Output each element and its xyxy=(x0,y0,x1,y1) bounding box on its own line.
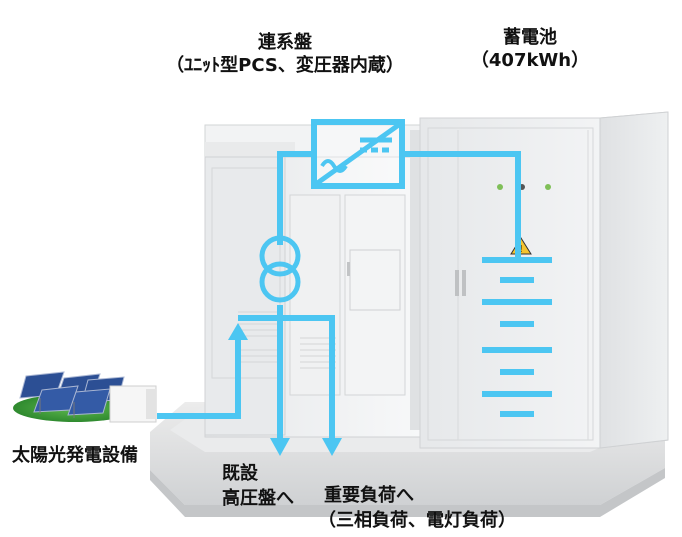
pcs-subtitle: （ﾕﾆｯﾄ型PCS、変圧器内蔵） xyxy=(166,54,404,76)
solar-array xyxy=(13,371,157,423)
solar-label: 太陽光発電設備 xyxy=(12,445,138,466)
pcs-to-transformer-line xyxy=(277,151,314,245)
battery-label: 蓄電池 （407kWh） xyxy=(455,27,605,71)
pcs-label: 連系盤 （ﾕﾆｯﾄ型PCS、変圧器内蔵） xyxy=(150,32,420,76)
priority-load-line2: （三相負荷、電灯負荷） xyxy=(318,509,516,531)
solar-feed-line xyxy=(157,336,241,419)
existing-hv-line2: 高圧盤へ xyxy=(222,487,294,509)
existing-hv-label: 既設 高圧盤へ xyxy=(222,463,294,509)
battery-cabinet: ! xyxy=(419,111,669,449)
priority-load-line xyxy=(280,315,335,440)
inverter-icon xyxy=(311,119,405,189)
arrow-heads xyxy=(228,323,342,456)
arrow-up-icon xyxy=(228,323,248,340)
power-flow-lines xyxy=(157,151,521,440)
pcs-to-battery-line xyxy=(402,151,521,258)
battery-icon xyxy=(482,257,552,417)
priority-load-line1: 重要負荷へ xyxy=(324,485,414,506)
priority-load-label: 重要負荷へ （三相負荷、電灯負荷） xyxy=(318,485,516,531)
power-conditioner-box xyxy=(109,385,157,423)
arrow-down-icon xyxy=(270,438,290,456)
battery-title: 蓄電池 xyxy=(503,27,557,48)
battery-capacity: （407kWh） xyxy=(470,49,590,71)
existing-hv-line1: 既設 xyxy=(222,463,258,484)
pcs-title: 連系盤 xyxy=(258,32,312,53)
transformer-icon xyxy=(259,235,301,303)
arrow-down-icon xyxy=(322,438,342,456)
